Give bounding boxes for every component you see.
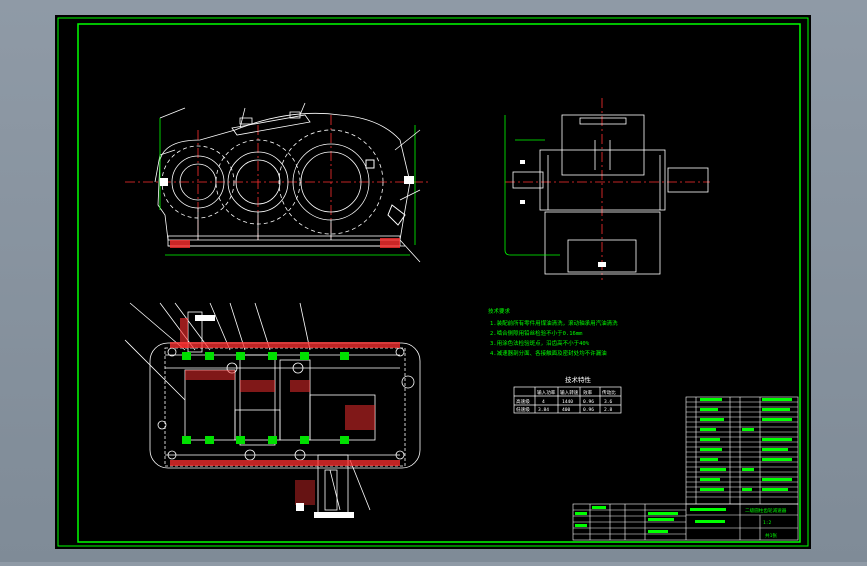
spec-table: 技术特性 输入功率 输入转速 效率 传动比 高速级 4 1440 0.96 3.… bbox=[513, 375, 622, 414]
spec-header-ratio: 传动比 bbox=[602, 389, 616, 396]
drawing-title: 二级圆柱齿轮减速器 bbox=[745, 507, 787, 514]
parts-list bbox=[685, 396, 799, 505]
spec-cell: 3.6 bbox=[604, 399, 613, 405]
notes-line-4: 4.减速器剖分面、各接触面及密封处均不许漏油 bbox=[490, 349, 607, 357]
top-section-cuts bbox=[170, 315, 400, 518]
spec-cell: 1440 bbox=[562, 399, 573, 405]
drawing-sheet bbox=[55, 15, 811, 549]
notes-line-3: 3.用涂色法检验斑点，沿齿高不小于40% bbox=[490, 339, 590, 347]
spec-cell: 0.96 bbox=[583, 407, 594, 413]
spec-cell: 2.8 bbox=[604, 407, 613, 413]
front-view bbox=[125, 102, 430, 263]
notes-line-1: 1.装配前所有零件用煤油清洗，滚动轴承用汽油清洗 bbox=[490, 319, 618, 327]
spec-header-efficiency: 效率 bbox=[583, 389, 593, 396]
outer-frame bbox=[57, 17, 809, 547]
spec-row-high: 高速级 bbox=[516, 398, 530, 405]
notes-line-2: 2.啮合侧隙用铅丝检验不小于0.16mm bbox=[490, 329, 583, 337]
inner-frame bbox=[77, 23, 801, 543]
title-block bbox=[572, 503, 799, 541]
side-view bbox=[504, 98, 710, 280]
spec-cell: 400 bbox=[562, 407, 571, 413]
spec-cell: 4 bbox=[542, 399, 545, 405]
spec-table-title: 技术特性 bbox=[565, 375, 592, 384]
notes-heading: 技术要求 bbox=[488, 307, 511, 315]
spec-header-power: 输入功率 bbox=[537, 389, 556, 396]
drawing-scale: 1:2 bbox=[763, 520, 772, 526]
spec-cell: 0.96 bbox=[583, 399, 594, 405]
side-view-details bbox=[520, 160, 606, 267]
spec-row-low: 低速级 bbox=[516, 406, 530, 413]
front-view-highlights bbox=[160, 159, 414, 248]
parts-list-text bbox=[700, 398, 792, 491]
title-block-text: 二级圆柱齿轮减速器 1:2 共1张 bbox=[575, 506, 787, 539]
spec-cell: 3.84 bbox=[538, 407, 549, 413]
spec-header-speed: 输入转速 bbox=[560, 389, 579, 396]
technical-notes: 技术要求 1.装配前所有零件用煤油清洗，滚动轴承用汽油清洗 2.啮合侧隙用铅丝检… bbox=[488, 307, 618, 357]
drawing-sheet-count: 共1张 bbox=[765, 532, 777, 539]
